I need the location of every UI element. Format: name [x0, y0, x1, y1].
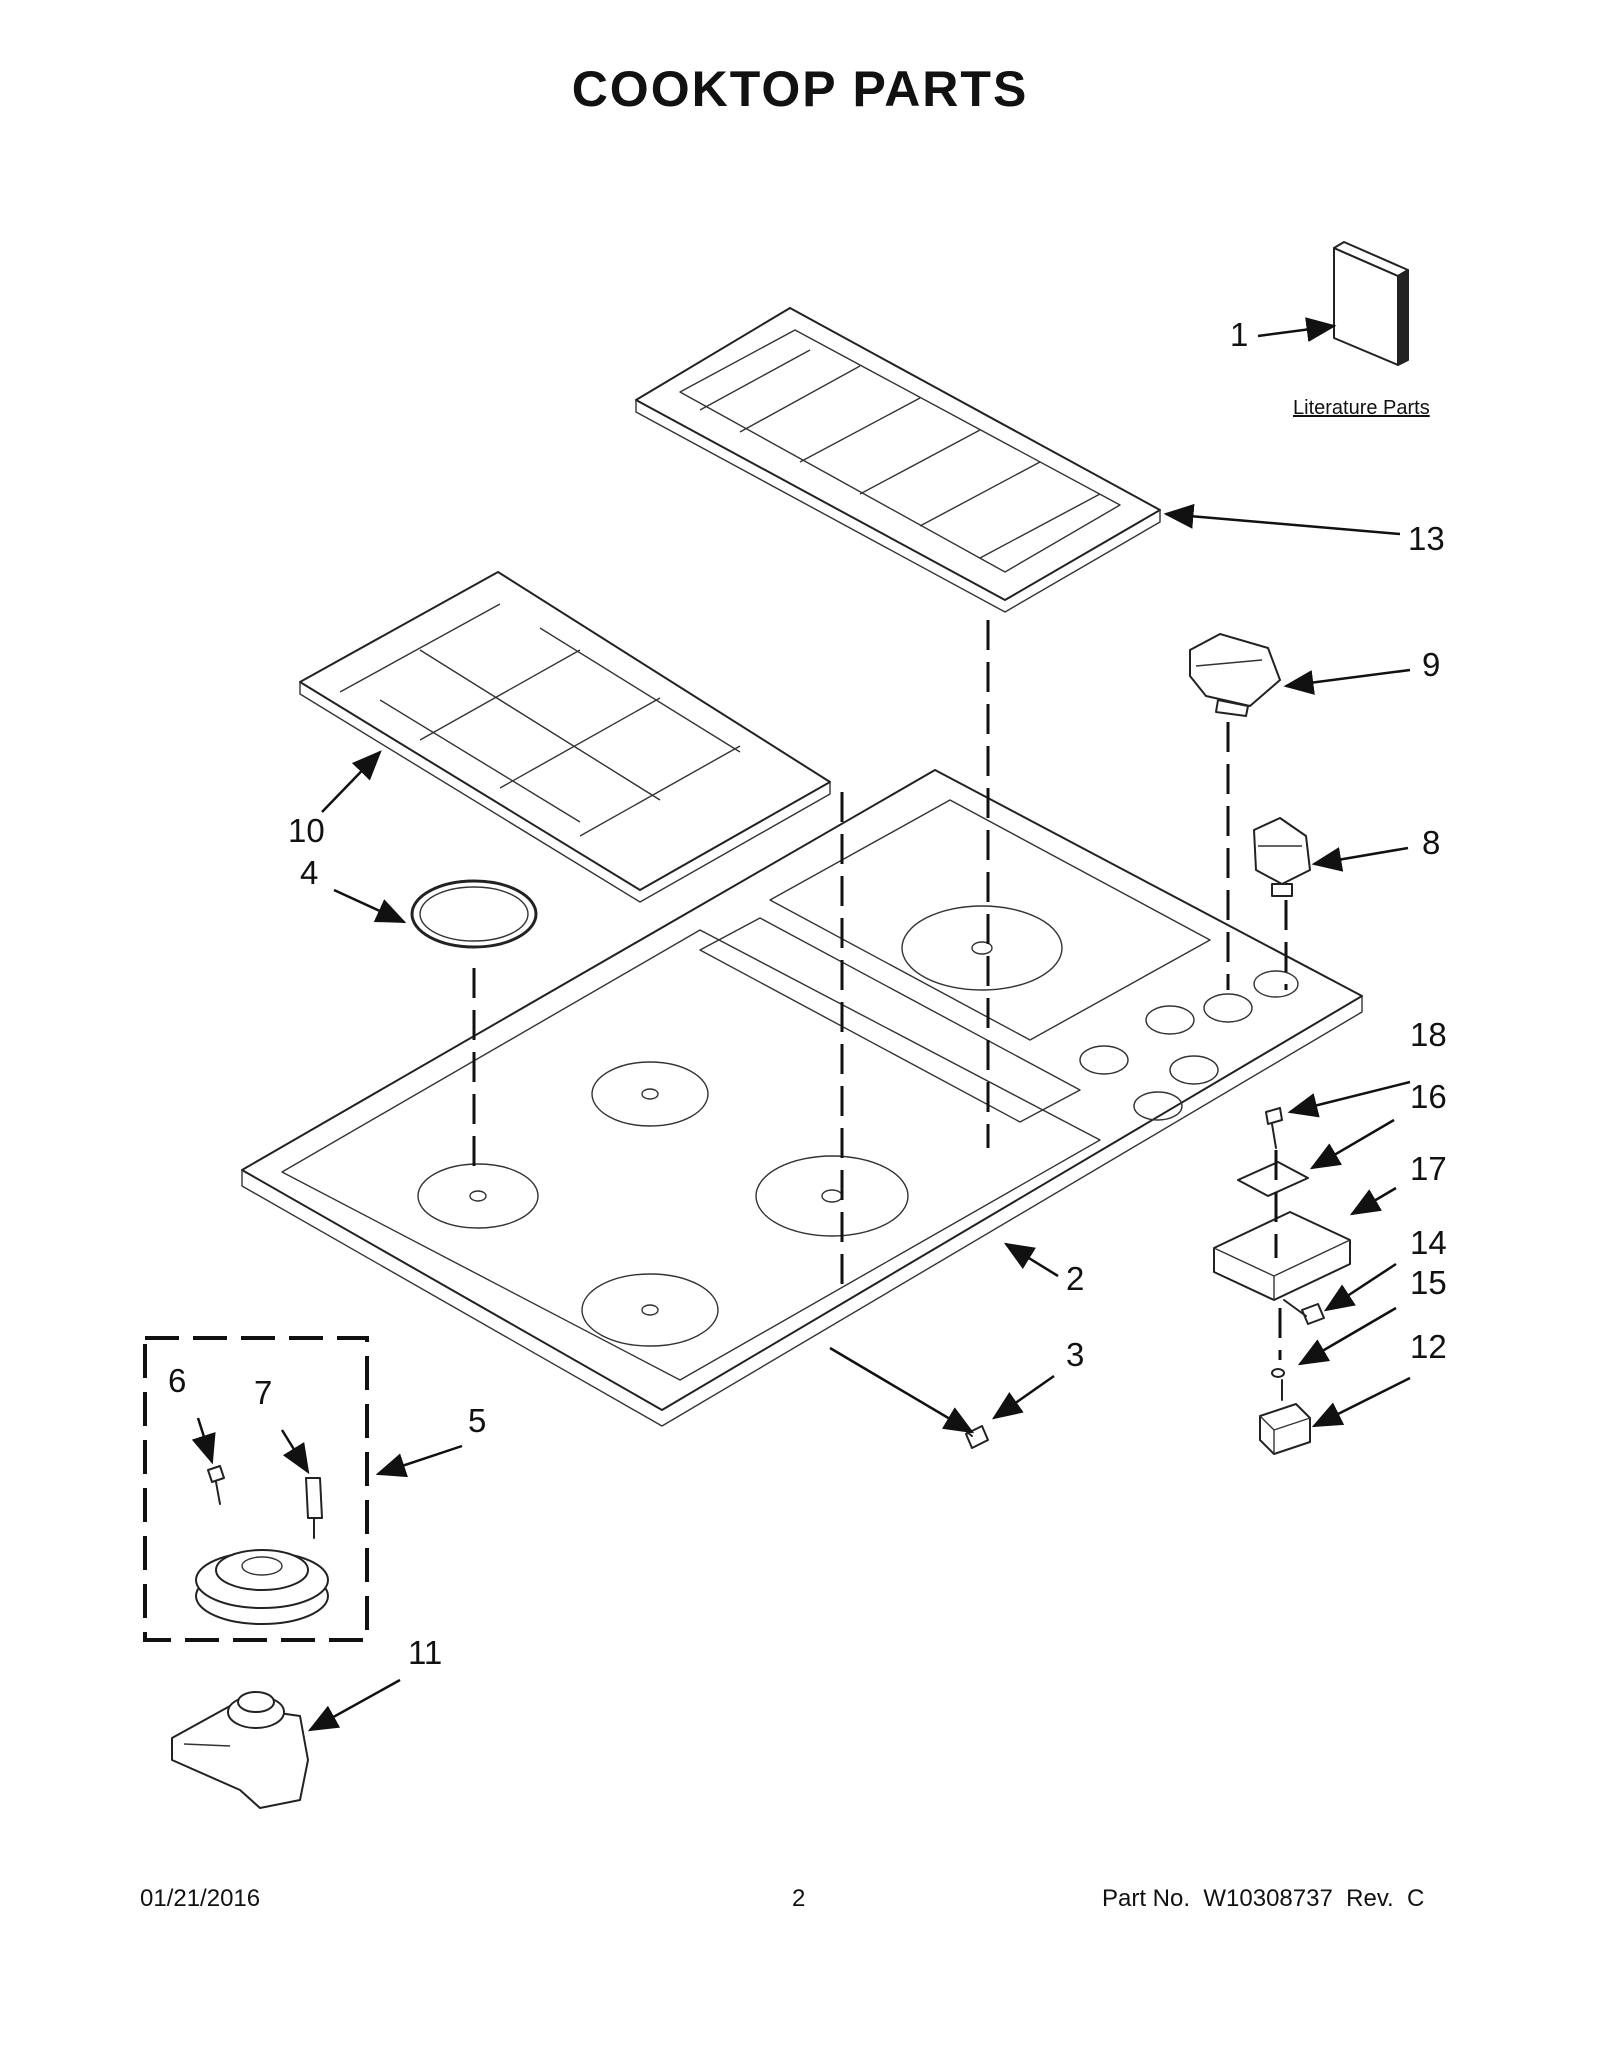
literature-book-part [1333, 241, 1409, 366]
screw-part-14 [1283, 1299, 1325, 1325]
callout-2: 2 [1066, 1260, 1085, 1297]
callout-17: 17 [1410, 1150, 1447, 1187]
insulator-plate-part-16 [1237, 1161, 1309, 1197]
cooktop-body-part [241, 769, 1363, 1427]
screw-part-18 [1265, 1107, 1283, 1149]
callout-12: 12 [1410, 1328, 1447, 1365]
griddle-cover-part [635, 307, 1161, 613]
callout-4: 4 [300, 854, 319, 891]
callout-13: 13 [1408, 520, 1445, 557]
control-knob-large-part [1189, 633, 1281, 717]
switch-part-12 [1259, 1379, 1311, 1455]
callout-18: 18 [1410, 1016, 1447, 1053]
literature-parts-label: Literature Parts [1293, 397, 1430, 419]
footer-date: 01/21/2016 [140, 1885, 261, 1912]
burner-kit-group-box [143, 1336, 369, 1642]
callout-11: 11 [408, 1634, 443, 1671]
callout-9: 9 [1422, 646, 1441, 683]
gasket-ring-part [410, 879, 538, 949]
bracket-part-17 [1213, 1211, 1351, 1301]
callout-10: 10 [288, 812, 325, 849]
electrode-part-7 [305, 1477, 323, 1539]
callout-16: 16 [1410, 1078, 1447, 1115]
callout-3: 3 [1066, 1336, 1085, 1373]
control-knob-small-part [1253, 817, 1311, 897]
callout-5: 5 [468, 1402, 487, 1439]
callout-7: 7 [254, 1374, 273, 1411]
callout-14: 14 [1410, 1224, 1447, 1261]
callout-1: 1 [1230, 316, 1249, 353]
burner-base-part [195, 1549, 329, 1625]
screw-part-6 [207, 1465, 225, 1505]
callout-15: 15 [1410, 1264, 1447, 1301]
callout-6: 6 [168, 1362, 187, 1399]
callout-8: 8 [1422, 824, 1441, 861]
page-title: COOKTOP PARTS [571, 61, 1029, 117]
burner-grate-part [299, 571, 831, 903]
washer-part-15 [1271, 1368, 1285, 1378]
footer-part-number: Part No. W10308737 Rev. C [1102, 1885, 1425, 1912]
burner-orifice-part [171, 1691, 309, 1809]
footer-page-number: 2 [792, 1885, 806, 1912]
